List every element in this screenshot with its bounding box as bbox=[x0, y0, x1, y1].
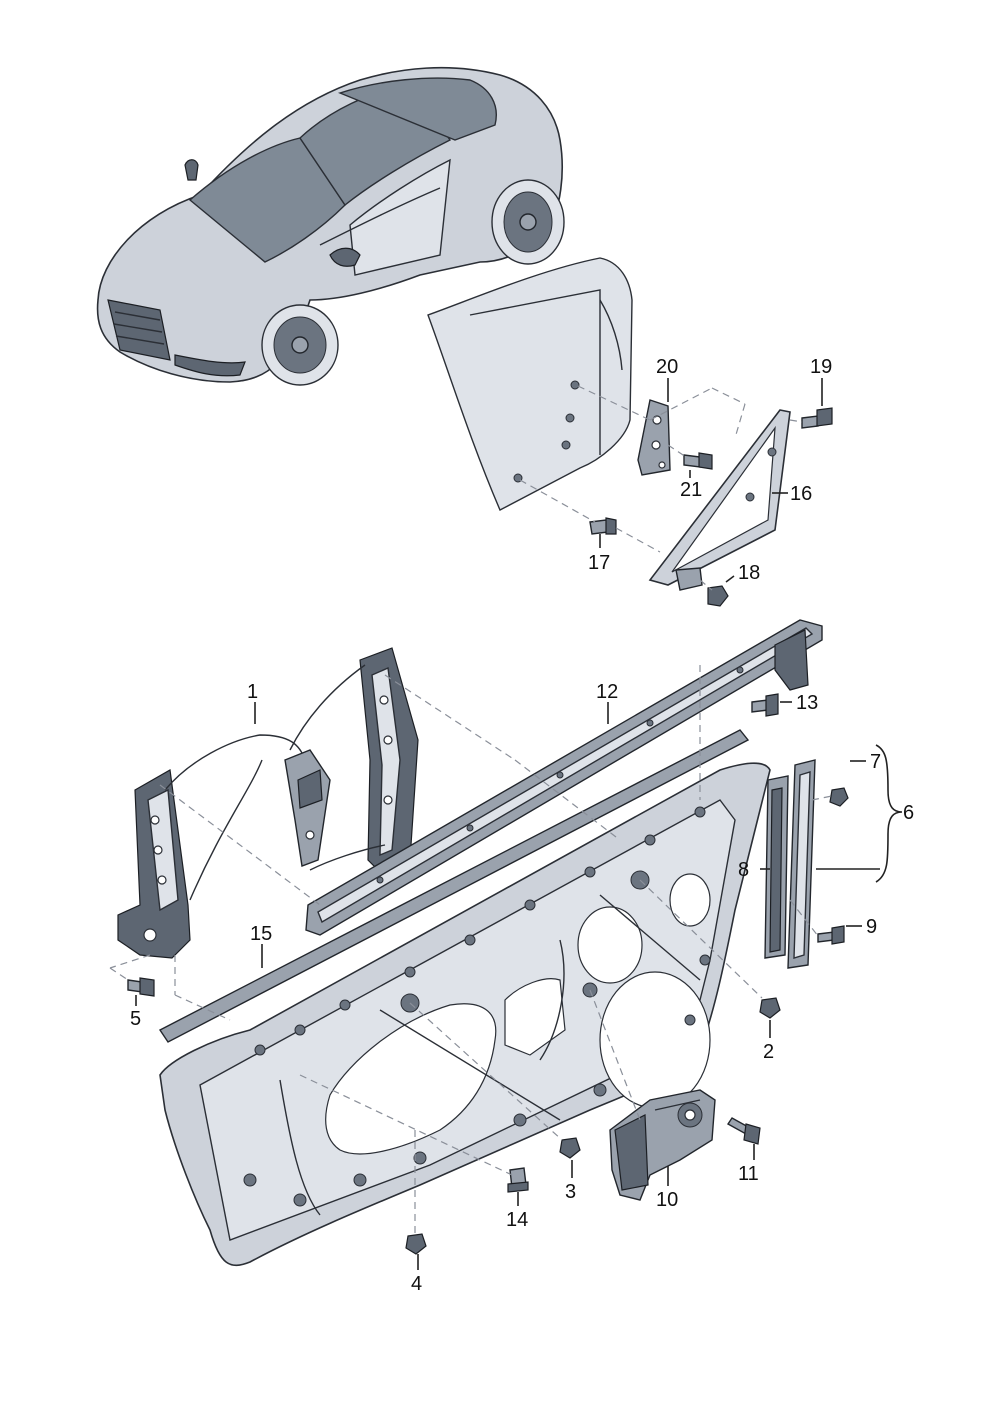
clip-14 bbox=[507, 1167, 529, 1193]
callout-3: 3 bbox=[565, 1181, 576, 1203]
screw-13 bbox=[751, 693, 779, 717]
callout-5: 5 bbox=[130, 1008, 141, 1030]
nut-4 bbox=[405, 1233, 427, 1255]
door-panel-detail bbox=[427, 257, 633, 511]
assembly-lines-lower bbox=[109, 665, 833, 1234]
callout-10: 10 bbox=[656, 1189, 678, 1211]
nut-2 bbox=[759, 997, 781, 1019]
bolt-9 bbox=[817, 925, 845, 945]
outer-seal-strip bbox=[158, 729, 750, 1043]
callout-9: 9 bbox=[866, 916, 877, 938]
door-seal-strips bbox=[764, 759, 816, 969]
callout-21: 21 bbox=[680, 479, 702, 501]
callout-4: 4 bbox=[411, 1273, 422, 1295]
callout-16: 16 bbox=[790, 483, 812, 505]
nut-18 bbox=[707, 585, 729, 607]
mirror-bracket bbox=[637, 399, 671, 476]
callout-12: 12 bbox=[596, 681, 618, 703]
bolt-5 bbox=[127, 977, 155, 997]
assembly-lines-upper bbox=[519, 385, 803, 591]
window-motor bbox=[609, 1089, 716, 1201]
screw-11 bbox=[726, 1117, 761, 1145]
callout-2: 2 bbox=[763, 1041, 774, 1063]
screw-21 bbox=[683, 452, 713, 470]
callout-7: 7 bbox=[870, 751, 881, 773]
callout-20: 20 bbox=[656, 356, 678, 378]
callout-18: 18 bbox=[738, 562, 760, 584]
car-illustration bbox=[96, 66, 565, 386]
callout-6: 6 bbox=[903, 802, 914, 824]
callout-14: 14 bbox=[506, 1209, 528, 1231]
nut-7 bbox=[829, 787, 849, 807]
nut-3 bbox=[559, 1137, 581, 1159]
callout-1: 1 bbox=[247, 681, 258, 703]
callout-17: 17 bbox=[588, 552, 610, 574]
callout-11: 11 bbox=[738, 1163, 759, 1185]
callout-labels: 1 2 3 4 5 6 7 8 9 10 11 12 13 14 15 16 1… bbox=[130, 356, 914, 1295]
triangle-window bbox=[648, 409, 791, 591]
callout-15: 15 bbox=[250, 923, 272, 945]
stud-17 bbox=[589, 517, 617, 535]
screw-19 bbox=[801, 407, 833, 429]
callout-8: 8 bbox=[738, 859, 749, 881]
callout-13: 13 bbox=[796, 692, 818, 714]
window-channel-strip bbox=[305, 619, 823, 936]
leader-lines bbox=[135, 378, 903, 1270]
callout-19: 19 bbox=[810, 356, 832, 378]
window-regulator bbox=[117, 647, 419, 959]
door-inner-panel bbox=[159, 762, 771, 1267]
